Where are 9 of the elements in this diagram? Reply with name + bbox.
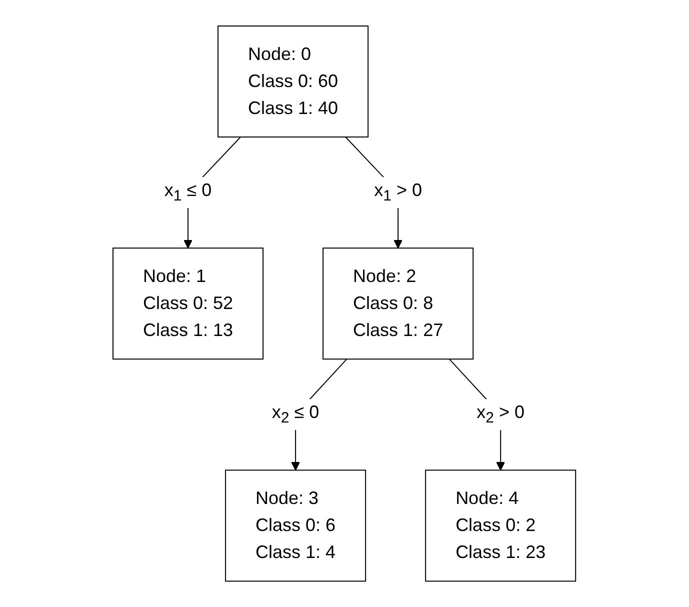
edge-label: x$_{2}$ ≤ 0 — [272, 402, 320, 427]
node-box: Node: 4 Class 0: 2 Class 1: 23 — [425, 470, 576, 582]
edge-label: x$_{1}$ > 0 — [374, 180, 422, 204]
node-box: Node: 0 Class 0: 60 Class 1: 40 — [218, 25, 369, 138]
edge-label: x$_{2}$ > 0 — [476, 402, 525, 427]
node-box: Node: 2 Class 0: 8 Class 1: 27 — [322, 248, 474, 360]
node-box: Node: 3 Class 0: 6 Class 1: 4 — [225, 470, 366, 582]
edge-label: x$_{1}$ ≤ 0 — [164, 180, 212, 204]
node-box: Node: 1 Class 0: 52 Class 1: 13 — [112, 248, 264, 360]
